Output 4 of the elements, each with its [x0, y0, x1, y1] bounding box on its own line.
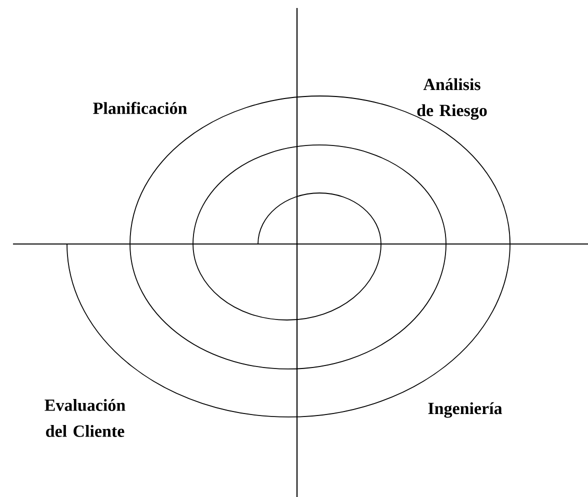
quadrant-label: Evaluación del Cliente — [44, 399, 126, 437]
quadrant-label: Planificación — [93, 102, 187, 114]
quadrant-label: Análisis de Riesgo — [417, 78, 487, 120]
quadrant-label: Ingeniería — [428, 402, 502, 418]
